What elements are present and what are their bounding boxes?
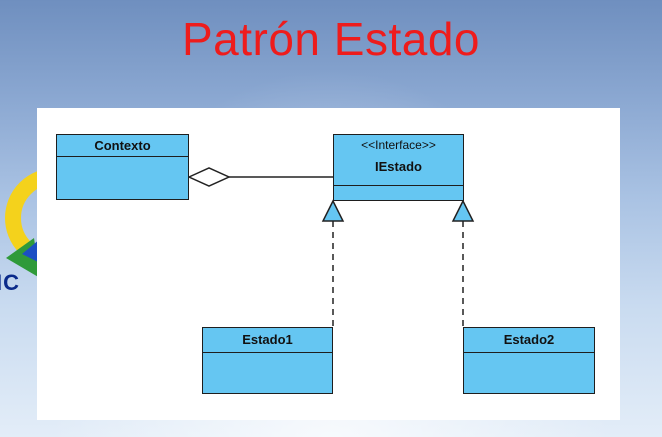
class-iestado: <<Interface>> IEstado (333, 134, 464, 201)
aggregation-diamond-icon (187, 167, 231, 187)
slide-title: Patrón Estado (181, 13, 481, 65)
class-estado1: Estado1 (202, 327, 333, 394)
class-name: Estado1 (203, 328, 332, 353)
class-stereotype: <<Interface>> (361, 138, 436, 152)
realization-arrow-estado1-icon (321, 199, 345, 222)
class-name: Estado2 (464, 328, 594, 353)
class-name: IEstado (334, 155, 463, 186)
class-estado2: Estado2 (463, 327, 595, 394)
class-name: Contexto (57, 135, 188, 157)
logo-partial-text: IC (0, 270, 20, 295)
realization-arrow-estado2-icon (451, 199, 475, 222)
class-contexto: Contexto (56, 134, 189, 200)
class-divider (334, 186, 463, 201)
